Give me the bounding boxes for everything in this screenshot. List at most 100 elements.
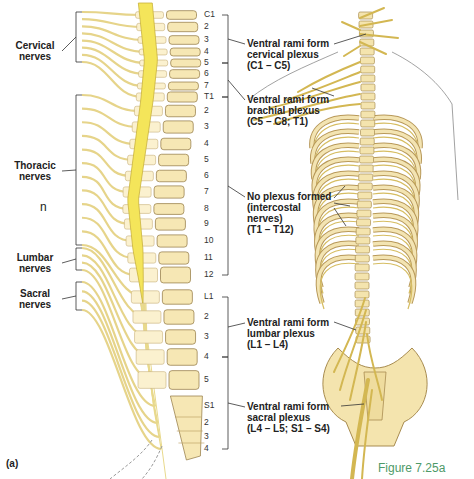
spinal-nerve [82, 48, 145, 74]
dashed-nerves [110, 440, 162, 479]
vertebral-body [154, 204, 184, 215]
sacral-plexus-nerve [362, 390, 372, 479]
vertebra-number: 3 [204, 331, 209, 341]
label-line: No plexus formed (intercostal nerves) [247, 191, 331, 224]
vertebral-body [159, 154, 189, 166]
vertebra [355, 309, 369, 316]
leader-line [334, 203, 350, 206]
vertebra [361, 84, 375, 91]
sacrum [170, 396, 202, 460]
vertebral-body [156, 170, 186, 182]
vertebra [360, 156, 374, 163]
leader-line [334, 34, 366, 44]
vertebra-number: L1 [204, 291, 213, 301]
plexus-label: Ventral rami form lumbar plexus (L1 – L4… [247, 317, 333, 350]
vertebral-body [170, 48, 200, 56]
vertebra [360, 138, 374, 145]
vertebra-number: 2 [204, 417, 209, 427]
spinal-nerve [82, 12, 142, 15]
cervical-plexus-nerve [344, 46, 360, 56]
group-label: Thoracic nerves [8, 160, 62, 182]
right-brackets [222, 15, 245, 449]
vertebra-number: T1 [204, 91, 214, 101]
vertebra [356, 237, 370, 244]
label-line: Ventral rami form cervical plexus [247, 38, 329, 60]
vertebra [361, 75, 375, 82]
vertebra [357, 219, 371, 226]
group-label: Lumbar nerves [8, 252, 62, 274]
plexus-bracket [222, 97, 245, 275]
vertebral-body [159, 252, 189, 264]
vertebra-number: 7 [204, 80, 209, 90]
vertebral-arch [138, 372, 166, 389]
label-line: Ventral rami form lumbar plexus [247, 317, 329, 339]
rib-cage [312, 117, 420, 309]
plexus-label: Ventral rami form cervical plexus (C1 – … [247, 38, 333, 71]
cervical-plexus-nerve [342, 22, 360, 30]
label-line: Ventral rami form sacral plexus [247, 401, 329, 423]
vertebral-body [155, 218, 185, 230]
cervical-plexus-nerve [360, 42, 386, 54]
dashed-nerve [142, 446, 162, 479]
vertebra [358, 183, 372, 190]
vertebra [360, 57, 374, 64]
vertebra-number: 11 [204, 252, 213, 262]
body-outline [248, 52, 458, 200]
panel-letter: (a) [6, 458, 18, 469]
vertebra [361, 66, 375, 73]
vertebral-arch [136, 350, 164, 365]
vertebra [361, 93, 375, 100]
leader-line [334, 208, 346, 226]
leader-line [334, 186, 345, 198]
plexus-bracket [222, 63, 245, 100]
leader-lines [312, 34, 366, 406]
vertebral-body [167, 92, 197, 102]
vertebral-body [169, 371, 199, 390]
group-bracket [62, 95, 82, 245]
vertebra [356, 228, 370, 235]
vertebral-arch [133, 311, 161, 323]
plexus-label: Ventral rami form sacral plexus (L4 – L5… [247, 401, 333, 434]
vertebral-body [171, 59, 201, 67]
group-label: Sacral nerves [8, 288, 62, 310]
vertebra-number: 5 [204, 154, 209, 164]
plexus-bracket [222, 297, 245, 357]
lumbar-plexus-nerve [340, 310, 366, 390]
vertebral-body [162, 290, 192, 304]
lumbar-plexus-nerve [350, 322, 366, 400]
sacral-segment-line [177, 431, 203, 432]
label-line: Ventral rami form brachial plexus [247, 94, 329, 116]
vertebra-number: 6 [204, 170, 209, 180]
vertebra-number: 4 [204, 46, 209, 56]
vertebral-arch [135, 331, 163, 343]
vertebra [355, 273, 369, 280]
spinal-nerve [82, 109, 138, 127]
vertebra [355, 264, 369, 271]
spinal-nerve [82, 62, 142, 97]
spinal-nerve [82, 136, 134, 160]
vertebra [361, 129, 375, 136]
label-line: (T1 – T12) [247, 224, 333, 235]
label-line: (C1 – C5) [247, 60, 333, 71]
vertebra [355, 255, 369, 262]
label-line: (C5 – C8; T1) [247, 116, 333, 127]
intercostal-nerve [373, 263, 412, 309]
vertebra [357, 210, 371, 217]
vertebra-number: 6 [204, 68, 209, 78]
plexus-bracket [222, 357, 245, 449]
vertebra-number: 3 [204, 34, 209, 44]
vertebra-number: 3 [204, 431, 209, 441]
vertebra [360, 48, 374, 55]
spinal-nerve [82, 150, 131, 176]
vertebra [358, 192, 372, 199]
vertebra [356, 246, 370, 253]
vertebral-arch [131, 291, 159, 303]
dashed-nerve [110, 440, 152, 479]
group-bracket [62, 12, 82, 62]
cropped-letter: n [40, 200, 47, 214]
group-label: Cervical nerves [8, 40, 62, 62]
cervical-plexus-nerve [360, 34, 398, 38]
vertebral-body [167, 349, 197, 366]
